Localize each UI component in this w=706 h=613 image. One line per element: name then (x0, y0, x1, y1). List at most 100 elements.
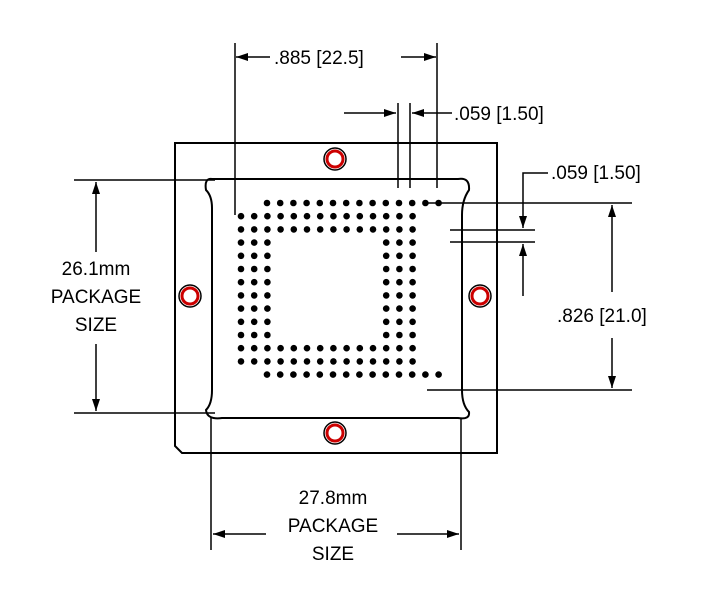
solder-ball (250, 331, 258, 339)
solder-ball (264, 265, 271, 273)
solder-ball (356, 371, 363, 378)
solder-ball (316, 371, 324, 378)
solder-ball (237, 318, 245, 326)
solder-ball (342, 199, 350, 207)
solder-ball (343, 344, 350, 352)
solder-ball (409, 226, 416, 233)
mounting-hole-right (468, 284, 492, 308)
solder-ball (316, 199, 324, 207)
solder-ball (264, 358, 271, 365)
solder-ball (250, 252, 258, 260)
solder-ball (316, 212, 324, 220)
solder-ball (369, 212, 377, 220)
solder-ball (237, 305, 245, 312)
solder-ball (250, 265, 258, 273)
solder-ball (409, 278, 416, 286)
solder-ball (250, 226, 258, 233)
solder-ball (264, 292, 271, 299)
dimension-row-pitch: .059 [1.50] (450, 163, 641, 296)
solder-ball (277, 226, 284, 233)
solder-ball (237, 358, 245, 365)
solder-ball (263, 199, 271, 207)
dimension-top-span: .885 [22.5] (234, 43, 438, 215)
solder-ball (277, 212, 284, 220)
solder-ball (409, 292, 416, 299)
solder-ball (369, 199, 376, 207)
solder-ball (422, 199, 429, 207)
solder-ball (237, 252, 245, 260)
solder-ball (396, 212, 403, 220)
solder-ball (329, 371, 337, 378)
solder-ball (250, 305, 258, 312)
solder-ball (396, 239, 403, 246)
solder-ball (396, 278, 403, 286)
solder-ball (250, 344, 258, 352)
solder-ball (264, 278, 271, 286)
solder-ball (303, 371, 310, 378)
solder-ball (303, 199, 310, 207)
solder-ball (264, 226, 271, 233)
solder-ball (382, 265, 390, 273)
solder-ball (264, 344, 271, 352)
solder-ball (264, 212, 271, 220)
solder-ball (382, 371, 390, 378)
solder-ball (303, 226, 311, 233)
solder-ball (369, 371, 376, 378)
solder-ball (382, 358, 390, 365)
solder-ball (422, 371, 429, 378)
solder-ball (343, 212, 350, 220)
mounting-hole-bottom (323, 421, 347, 445)
solder-ball (369, 226, 377, 233)
solder-ball (303, 212, 311, 220)
solder-ball (330, 358, 337, 365)
solder-ball (342, 371, 350, 378)
solder-ball (316, 344, 324, 352)
solder-ball (290, 344, 298, 352)
solder-ball (382, 239, 390, 246)
package-width-word: PACKAGE (288, 516, 378, 537)
solder-ball (316, 226, 324, 233)
solder-ball (250, 278, 258, 286)
solder-ball (356, 199, 363, 207)
solder-ball (250, 212, 258, 220)
solder-ball (356, 344, 364, 352)
solder-ball (382, 252, 390, 260)
solder-ball (409, 358, 416, 365)
top-span-label: .885 [22.5] (274, 48, 364, 69)
solder-ball (396, 344, 403, 352)
solder-ball (250, 318, 258, 326)
solder-ball (237, 344, 245, 352)
package-height-value: 26.1mm (62, 259, 131, 280)
solder-ball (277, 358, 284, 365)
solder-ball (435, 371, 442, 378)
solder-ball (237, 292, 245, 299)
solder-ball (409, 331, 416, 339)
solder-ball (316, 358, 324, 365)
solder-ball (290, 371, 297, 378)
solder-ball (382, 199, 390, 207)
solder-ball (396, 226, 403, 233)
solder-ball (382, 212, 390, 220)
solder-ball (237, 265, 245, 273)
solder-ball (382, 331, 390, 339)
socket-outer-frame (174, 142, 498, 454)
solder-ball (382, 318, 390, 326)
solder-ball (409, 265, 416, 273)
solder-ball (396, 318, 403, 326)
solder-ball (250, 358, 258, 365)
solder-ball (264, 331, 271, 339)
solder-ball (237, 278, 245, 286)
solder-ball (409, 318, 416, 326)
solder-ball (237, 331, 245, 339)
dimension-package-height: 26.1mm PACKAGE SIZE (51, 179, 215, 414)
solder-ball (408, 371, 416, 378)
solder-ball (276, 199, 284, 207)
solder-ball (264, 305, 271, 312)
mounting-hole-top (323, 147, 347, 171)
solder-ball (276, 371, 284, 378)
solder-ball (303, 358, 311, 365)
solder-ball (409, 212, 416, 220)
dimension-column-pitch: .059 [1.50] (344, 103, 544, 188)
solder-ball (329, 199, 337, 207)
